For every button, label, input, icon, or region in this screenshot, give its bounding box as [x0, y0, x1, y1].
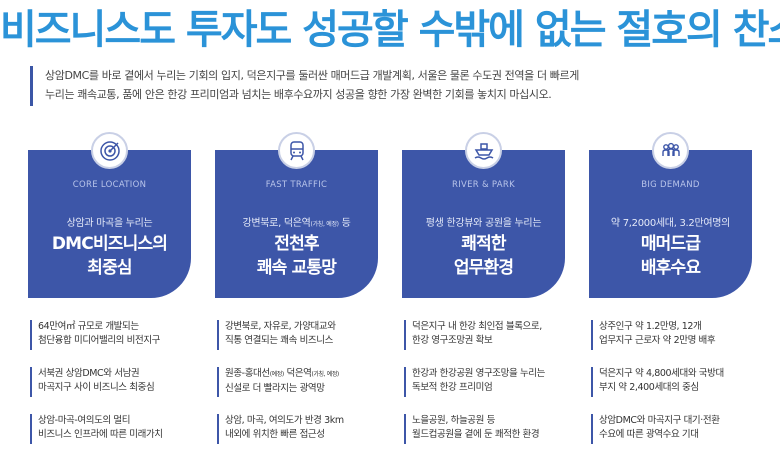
card-subtitle: 강변북로, 덕은역(가칭, 예정) 등	[242, 218, 351, 229]
card-eng-title: BIG DEMAND	[641, 180, 700, 190]
train-icon	[278, 132, 315, 169]
headline: 비즈니스도 투자도 성공할 수밖에 없는 절호의 찬스!	[0, 7, 780, 53]
intro-line-1: 상암DMC를 바로 곁에서 누리는 기회의 입지, 덕은지구를 둘러싼 매머드급…	[45, 69, 579, 82]
intro-line-2: 누리는 쾌속교통, 품에 안은 한강 프리미엄과 넘치는 배후수요까지 성공을 …	[45, 88, 552, 101]
bullet-item: 원종-홍대선(예정) 덕은역(가칭, 예정)신설로 더 빨라지는 광역망	[217, 367, 387, 397]
intro-paragraph: 상암DMC를 바로 곁에서 누리는 기회의 입지, 덕은지구를 둘러싼 매머드급…	[30, 66, 750, 106]
card-subtitle: 평생 한강뷰와 공원을 누리는	[425, 218, 542, 229]
people-icon	[652, 132, 689, 169]
card-eng-title: RIVER & PARK	[451, 180, 515, 190]
card-eng-title: FAST TRAFFIC	[265, 180, 328, 190]
card-subtitle: 상암과 마곡을 누리는	[66, 218, 153, 229]
bullet-item: 덕은지구 내 한강 최인접 블록으로,한강 영구조망권 확보	[404, 320, 574, 350]
ship-icon	[465, 132, 502, 169]
target-icon	[91, 132, 128, 169]
card-subtitle: 약 7,2000세대, 3.2만여명의	[610, 218, 731, 229]
card-eng-title: CORE LOCATION	[72, 180, 147, 190]
